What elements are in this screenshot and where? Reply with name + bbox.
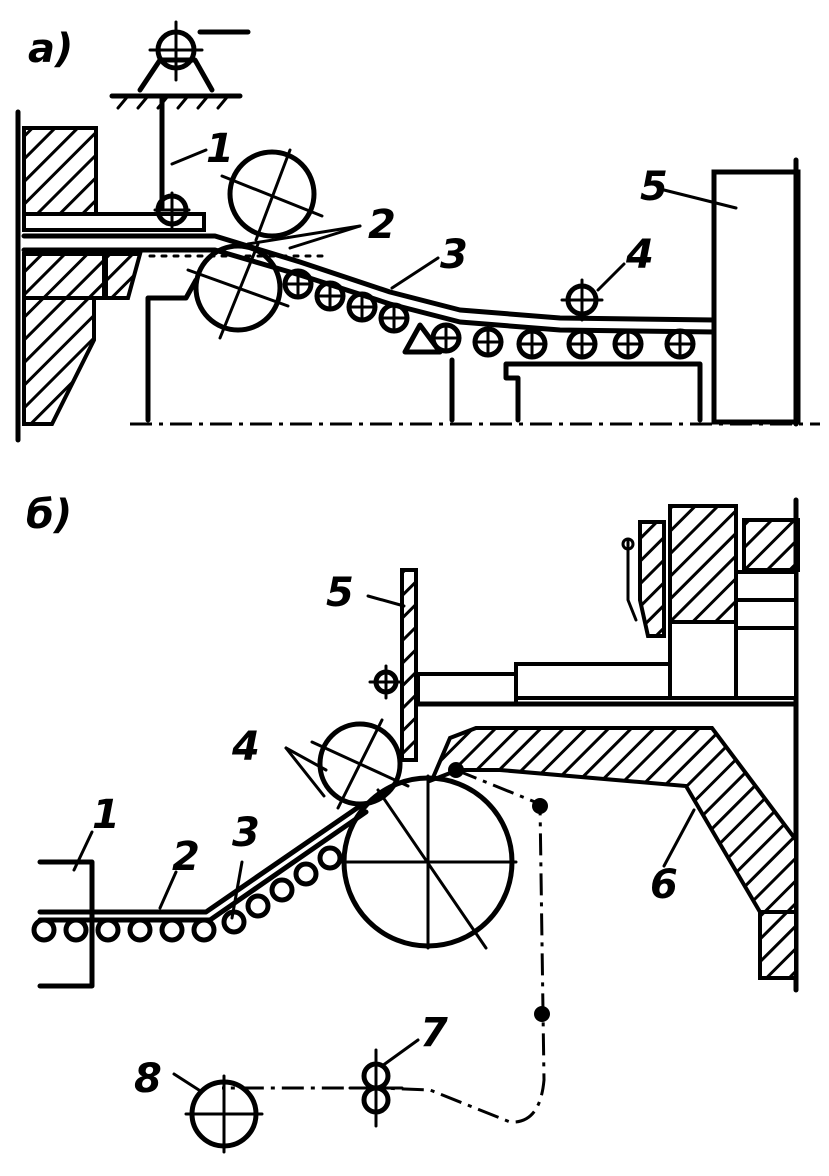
b-label-3: 3 (232, 810, 260, 856)
b-label-5: 5 (326, 570, 354, 616)
a-label-5: 5 (640, 164, 668, 210)
b-guide-5 (368, 568, 418, 762)
a-label-2: 2 (368, 202, 396, 248)
a-label-4: 4 (625, 232, 654, 278)
a-pinch-roller (153, 191, 191, 229)
a-table-rollers (148, 254, 696, 360)
b-drive-line (184, 762, 550, 1154)
b-label-6: 6 (650, 862, 678, 908)
b-label-2: 2 (172, 834, 200, 880)
b-upper-housing (413, 497, 800, 993)
b-label-4: 4 (231, 724, 260, 770)
panel-a: а) (15, 20, 820, 443)
b-label-8: 8 (134, 1056, 162, 1102)
panel-b: б) (26, 492, 800, 1154)
b-label-1: 1 (92, 792, 120, 838)
b-guide-6 (428, 726, 798, 980)
a-left-housing (15, 109, 206, 443)
a-work-rolls (186, 148, 324, 340)
a-label-1: 1 (206, 126, 234, 172)
a-supports (130, 157, 820, 427)
b-strip (31, 803, 369, 989)
panel-a-tag: а) (28, 26, 73, 72)
a-roller-4 (560, 278, 604, 322)
b-label-7: 7 (420, 1010, 448, 1056)
b-leaders (72, 594, 696, 1094)
a-leaders (170, 148, 738, 292)
a-top-roller-support (109, 20, 251, 211)
a-label-3: 3 (440, 232, 468, 278)
panel-b-tag: б) (26, 492, 72, 538)
